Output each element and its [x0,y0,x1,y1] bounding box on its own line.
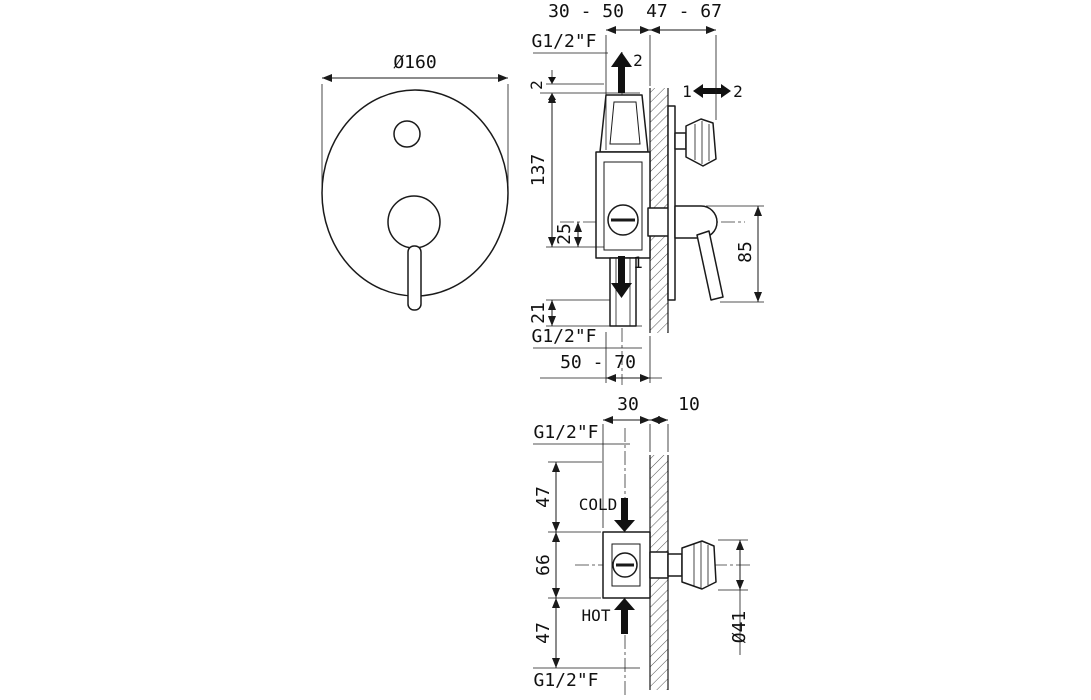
handle-direction-arrow-shaft [703,88,721,94]
bath-flow-arrow-down [611,283,632,298]
diverter-knob [685,118,717,167]
dim-10-label: 10 [678,394,700,415]
cold-label: COLD [579,495,618,514]
handle-direction-arrow-left [693,84,703,98]
dim-41-label: Ø41 [729,611,750,644]
bath-flow-arrow-shaft [618,256,625,284]
handle-knob [681,540,717,590]
handle-direction-arrow-right [721,84,731,98]
hot-flow-arrow-up [614,598,635,610]
dim-47-top-label: 47 [533,486,554,508]
position-1-label: 1 [682,82,692,101]
dim-arrow [548,77,556,84]
shower-flow-arrow-shaft [618,67,625,93]
cover-plate-edge [667,105,676,301]
position-2-label: 2 [733,82,743,101]
lever-stick [696,230,724,301]
thread-bottom-label: G1/2"F [533,670,598,691]
side-section-view: 2 1 1 2 30 - 50 47 - 67 G1/2"F 2 137 25 [527,1,764,385]
knob-neck [674,132,687,150]
cartridge-inner [603,161,643,251]
dim-2-label: 2 [527,80,546,90]
thread-top-label: G1/2"F [531,31,596,52]
dim-25-label: 25 [554,223,575,245]
shower-flow-arrow-up [611,52,632,67]
cold-flow-arrow-shaft [621,498,628,522]
dim-30-label: 30 [617,394,639,415]
cartridge-stem [649,551,669,579]
dim-plate-diameter-label: Ø160 [393,52,436,73]
dim-50-70-label: 50 - 70 [560,352,636,373]
dim-47-bottom-label: 47 [533,622,554,644]
knob-neck [667,553,683,577]
cold-flow-arrow-down [614,520,635,532]
valve-body-inner [611,543,641,587]
dim-66-label: 66 [533,554,554,576]
hot-label: HOT [582,606,611,625]
thread-top-label: G1/2"F [533,422,598,443]
outlet-bottom-position-label: 1 [633,253,643,272]
lever-hub [387,195,441,249]
dim-21-label: 21 [528,302,549,324]
lever-base [674,205,718,239]
dim-137-label: 137 [528,154,549,187]
dim-85-label: 85 [735,241,756,263]
thread-bottom-label: G1/2"F [531,326,596,347]
front-view: Ø160 [321,52,509,311]
bottom-section-view: 30 10 G1/2"F 47 66 47 COLD HOT [533,394,752,695]
top-outlet-elbow [599,94,649,153]
dim-depth-range-label: 30 - 50 [548,1,624,22]
lever-handle [407,245,422,311]
diverter-button [393,120,421,148]
outlet-channel [609,101,641,145]
hot-flow-arrow-shaft [621,610,628,634]
outlet-top-position-label: 2 [633,51,643,70]
dim-handle-range-label: 47 - 67 [646,1,722,22]
